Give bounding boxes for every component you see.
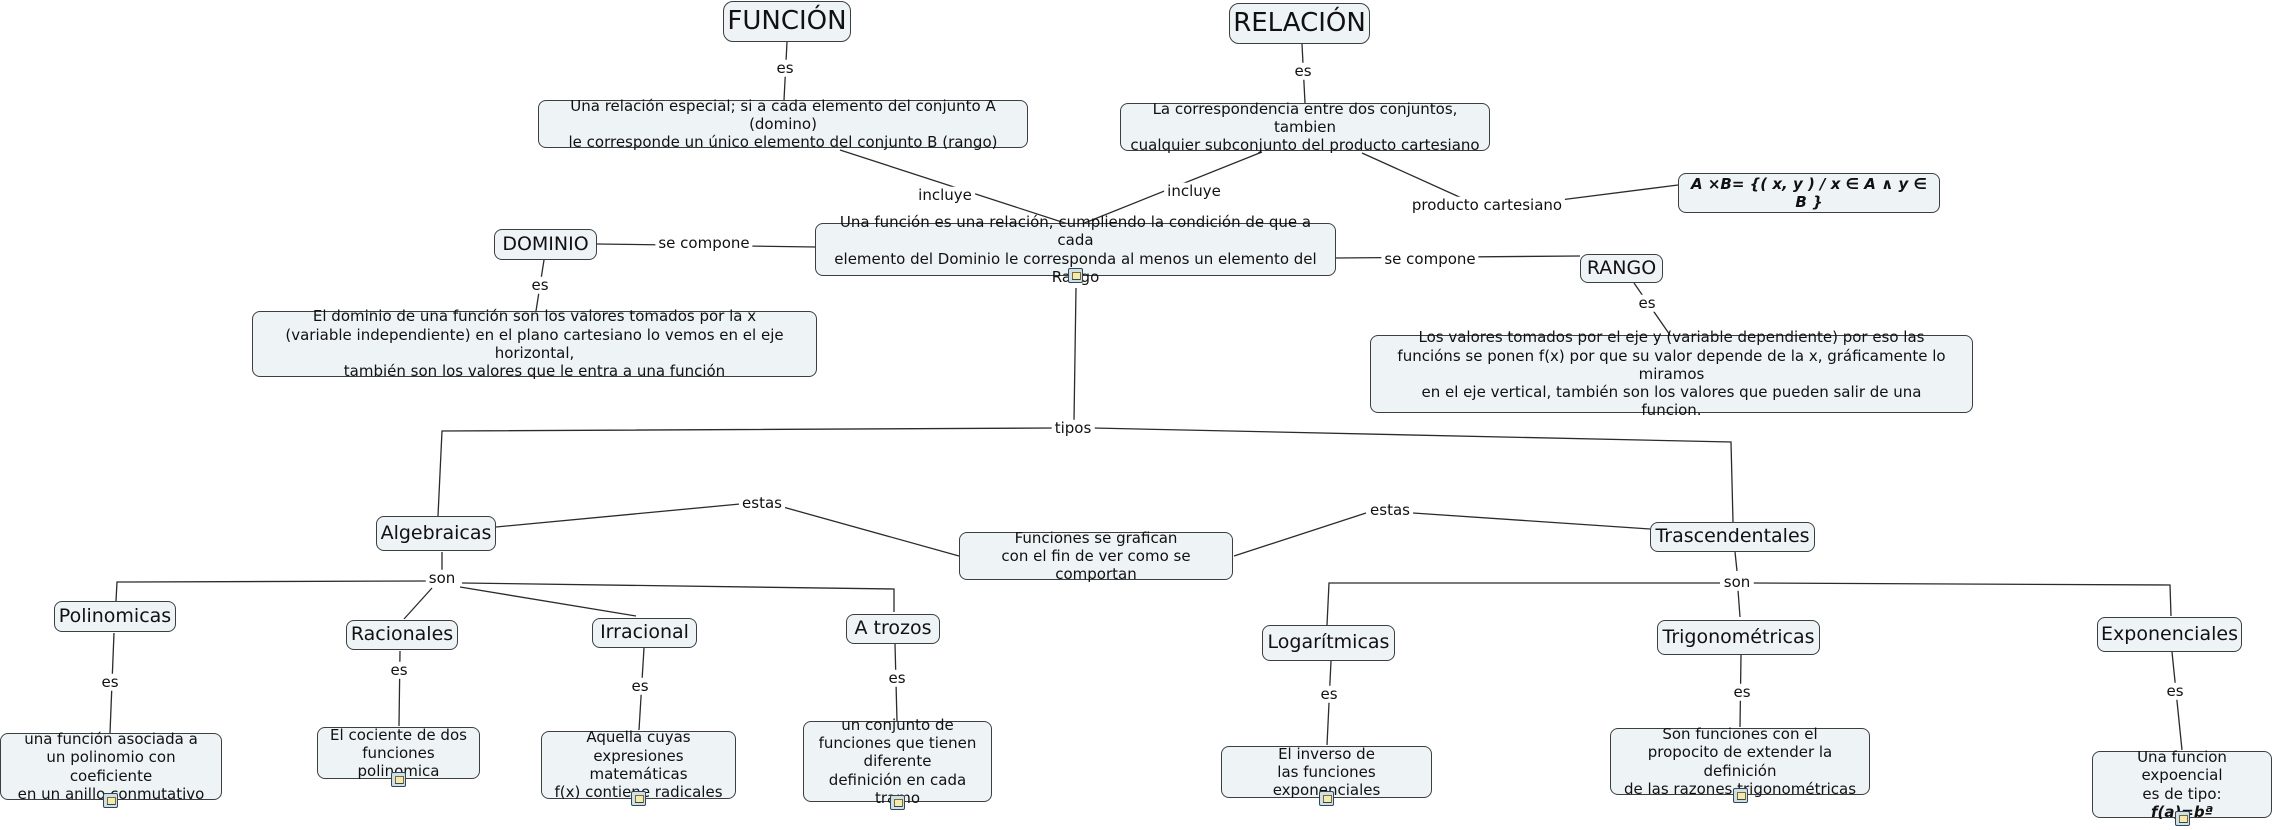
link-label-es: es xyxy=(98,674,122,691)
link-label-incluye: incluye xyxy=(1164,183,1224,200)
funcion-node[interactable]: FUNCIÓN xyxy=(723,1,851,42)
logaritmicas-node[interactable]: Logarítmicas xyxy=(1262,625,1395,661)
trascendentales-node[interactable]: Trascendentales xyxy=(1650,522,1815,552)
attachment-icon[interactable] xyxy=(2175,811,2190,826)
irracional-node[interactable]: Irracional xyxy=(592,618,697,648)
funcion-definition-node[interactable]: Una relación especial; si a cada element… xyxy=(538,97,1028,151)
producto-cartesiano-formula-node[interactable]: A ×B= {( x, y ) / x ∈ A ∧ y ∈ B } xyxy=(1678,173,1940,213)
link-label-es: es xyxy=(773,60,797,77)
exponenciales-node[interactable]: Exponenciales xyxy=(2097,617,2242,652)
dominio-node[interactable]: DOMINIO xyxy=(494,229,597,260)
trigonometricas-definition-node[interactable]: Son funciones con el propocito de extend… xyxy=(1610,725,1870,798)
algebraicas-node[interactable]: Algebraicas xyxy=(376,516,496,551)
link-label-es: es xyxy=(387,662,411,679)
link-label-estas: estas xyxy=(1367,502,1413,519)
link-label-es: es xyxy=(628,678,652,695)
relacion-node[interactable]: RELACIÓN xyxy=(1229,3,1370,44)
link-label-producto-cartesiano: producto cartesiano xyxy=(1408,197,1566,214)
a-trozos-definition-node[interactable]: un conjunto de funciones que tienen dife… xyxy=(803,716,992,807)
logaritmicas-definition-node[interactable]: El inverso de las funciones exponenciale… xyxy=(1221,745,1432,799)
attachment-icon[interactable] xyxy=(890,795,905,810)
attachment-icon[interactable] xyxy=(103,793,118,808)
link-label-es: es xyxy=(885,670,909,687)
attachment-icon[interactable] xyxy=(631,791,646,806)
polinomicas-node[interactable]: Polinomicas xyxy=(54,601,176,632)
racionales-definition-node[interactable]: El cociente de dos funciones polinomica xyxy=(317,726,480,780)
exponenciales-definition-text: Una funcion expoencial es de tipo: xyxy=(2137,747,2227,803)
irracional-definition-node[interactable]: Aquella cuyas expresiones matemáticas f(… xyxy=(541,728,736,801)
racionales-node[interactable]: Racionales xyxy=(346,620,458,650)
rango-definition-node[interactable]: Los valores tomados por el eje y (variab… xyxy=(1370,328,1973,419)
attachment-icon[interactable] xyxy=(1319,791,1334,806)
attachment-icon[interactable] xyxy=(391,772,406,787)
attachment-icon[interactable] xyxy=(1733,788,1748,803)
exponenciales-definition-node[interactable]: Una funcion expoencial es de tipo: f(a)=… xyxy=(2092,747,2272,821)
trigonometricas-node[interactable]: Trigonométricas xyxy=(1657,620,1820,655)
dominio-definition-node[interactable]: El dominio de una función son los valore… xyxy=(252,307,817,380)
a-trozos-node[interactable]: A trozos xyxy=(846,614,940,644)
link-label-es: es xyxy=(528,277,552,294)
link-label-se-compone: se compone xyxy=(655,235,753,252)
attachment-icon[interactable] xyxy=(1068,268,1083,283)
link-label-estas: estas xyxy=(739,495,785,512)
link-label-es: es xyxy=(1730,684,1754,701)
rango-node[interactable]: RANGO xyxy=(1580,254,1663,283)
central-definition-node[interactable]: Una función es una relación, cumpliendo … xyxy=(815,213,1336,286)
link-label-incluye: incluye xyxy=(915,187,975,204)
link-label-es: es xyxy=(1635,295,1659,312)
link-label-tipos: tipos xyxy=(1051,420,1095,437)
link-label-es: es xyxy=(2163,683,2187,700)
link-label-se-compone: se compone xyxy=(1381,251,1479,268)
graficar-node[interactable]: Funciones se grafican con el fin de ver … xyxy=(959,529,1233,583)
link-label-son: son xyxy=(425,570,459,587)
link-label-es: es xyxy=(1317,686,1341,703)
polinomicas-definition-node[interactable]: una función asociada a un polinomio con … xyxy=(0,730,222,803)
link-label-es: es xyxy=(1291,63,1315,80)
link-label-son: son xyxy=(1720,574,1754,591)
relacion-definition-node[interactable]: La correspondencia entre dos conjuntos, … xyxy=(1120,100,1490,154)
